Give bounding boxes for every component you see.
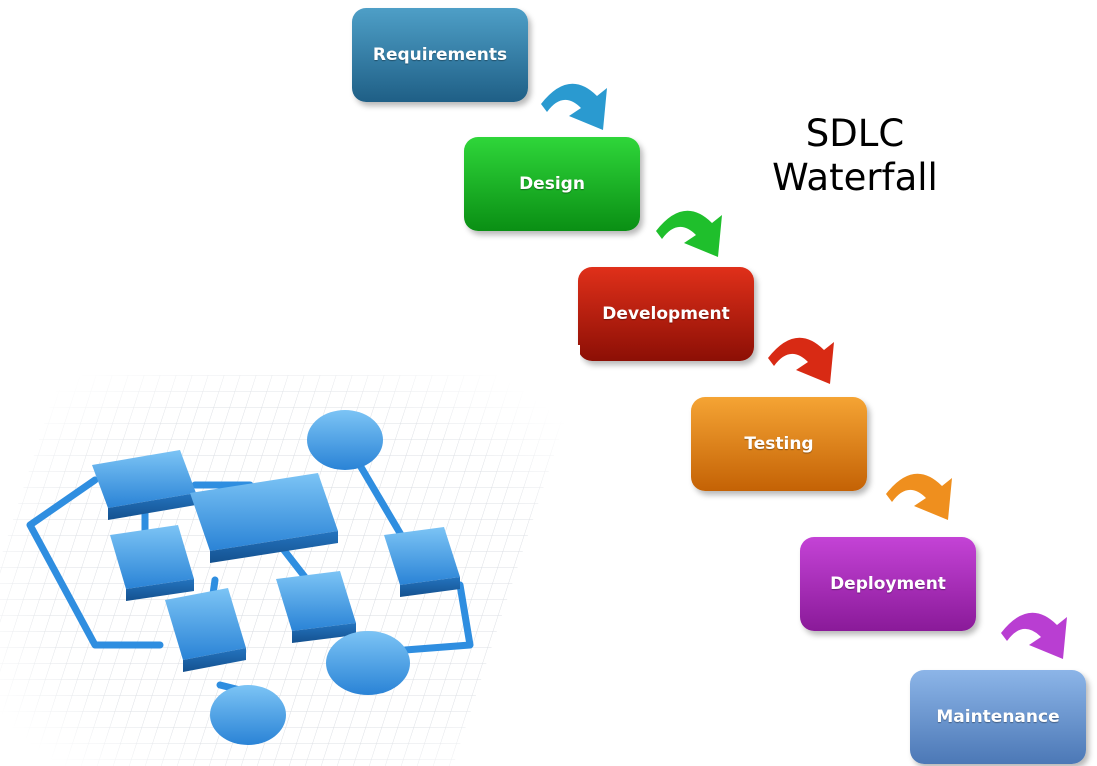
step-label: Development: [602, 304, 730, 324]
curved-arrow-icon: [1001, 612, 1067, 659]
curved-arrow-icon: [541, 83, 607, 130]
step-deployment: Deployment: [800, 537, 976, 631]
step-maintenance: Maintenance: [910, 670, 1086, 764]
flowchart-shapes: [92, 410, 460, 745]
title-line-1: SDLC: [805, 112, 905, 155]
curved-arrow-icon: [656, 210, 722, 257]
flowchart-illustration-icon: [0, 345, 580, 766]
step-testing: Testing: [691, 397, 867, 491]
step-label: Maintenance: [936, 707, 1060, 727]
step-requirements: Requirements: [352, 8, 528, 102]
diagram-title: SDLC Waterfall: [755, 112, 955, 200]
curved-arrow-icon: [768, 337, 834, 384]
step-label: Requirements: [372, 45, 508, 65]
step-label: Deployment: [830, 574, 946, 594]
step-label: Design: [519, 174, 585, 194]
title-line-2: Waterfall: [772, 156, 938, 199]
curved-arrow-icon: [886, 473, 952, 520]
step-development: Development: [578, 267, 754, 361]
step-label: Testing: [744, 434, 814, 454]
step-design: Design: [464, 137, 640, 231]
